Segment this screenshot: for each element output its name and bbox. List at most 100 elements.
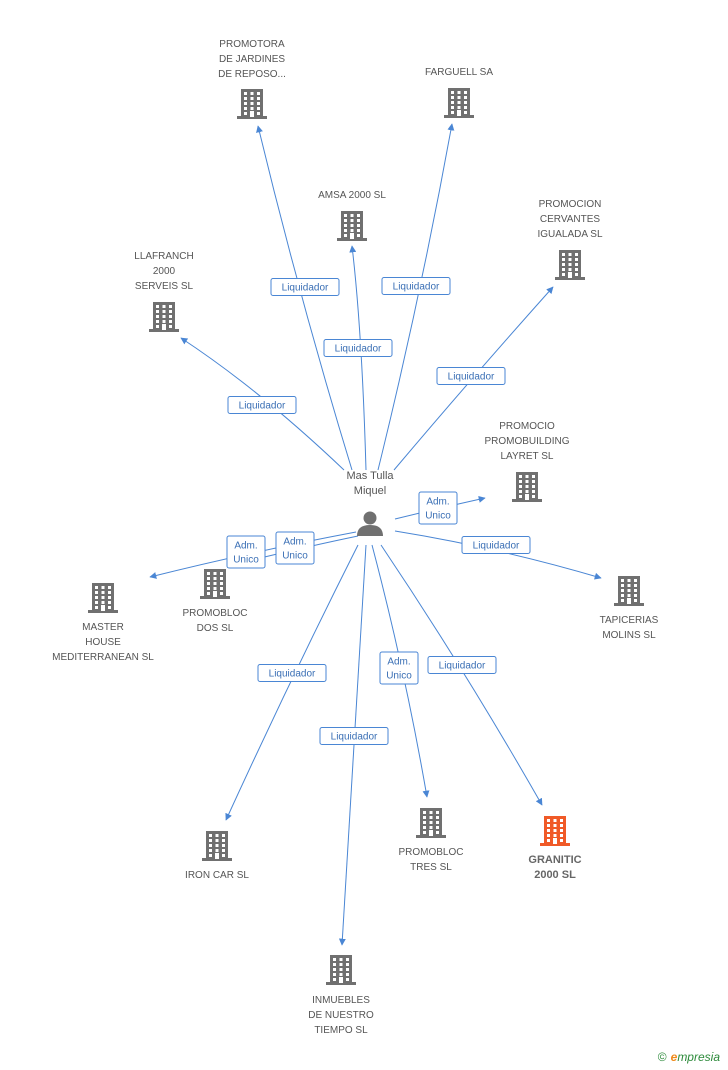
edge-label-inmuebles: Liquidador (319, 727, 389, 745)
company-node-inmuebles[interactable]: INMUEBLES DE NUESTRO TIEMPO SL (308, 955, 374, 1036)
company-name: MASTER (82, 622, 124, 633)
edge-label-text: Liquidador (269, 669, 316, 680)
edge-label-text: Unico (386, 671, 412, 682)
edge-label-text: Liquidador (448, 372, 495, 383)
edge-to-promotora (256, 125, 353, 471)
person-name: Miquel (354, 485, 386, 497)
edge-label-amsa: Liquidador (323, 339, 393, 357)
building-icon (237, 89, 267, 119)
edge-to-farguell (377, 123, 455, 471)
company-name: IRON CAR SL (185, 870, 249, 881)
building-icon (88, 583, 118, 613)
company-node-promobloc_dos[interactable]: PROMOBLOC DOS SL (182, 569, 248, 634)
edge-label-llafranch: Liquidador (227, 396, 297, 414)
company-name: PROMOBUILDING (484, 436, 569, 447)
edge-label-text: Liquidador (393, 282, 440, 293)
company-name: DE REPOSO... (218, 69, 286, 80)
edge-label-text: Adm. (234, 541, 257, 552)
building-icon (512, 472, 542, 502)
company-name: TIEMPO SL (314, 1025, 368, 1036)
company-name: 2000 (153, 266, 176, 277)
company-node-tapicerias[interactable]: TAPICERIAS MOLINS SL (600, 576, 659, 641)
person-name: Mas Tulla (346, 470, 394, 482)
building-icon (337, 211, 367, 241)
company-name: SERVEIS SL (135, 281, 194, 292)
edge-to-ironcar (225, 544, 359, 821)
edge-label-text: Adm. (387, 657, 410, 668)
edge-label-ironcar: Liquidador (257, 664, 327, 682)
company-name: MEDITERRANEAN SL (52, 652, 154, 663)
edge-label-text: Adm. (426, 497, 449, 508)
edge-label-promobuilding: Adm. Unico (418, 491, 458, 525)
building-icon (555, 250, 585, 280)
edge-label-text: Liquidador (239, 401, 286, 412)
edge-to-amsa (349, 245, 367, 471)
building-icon (416, 808, 446, 838)
company-node-promobuilding[interactable]: PROMOCIO PROMOBUILDING LAYRET SL (484, 421, 570, 502)
company-node-granitic[interactable]: GRANITIC 2000 SL (528, 816, 582, 881)
edge-label-tapicerias: Liquidador (461, 536, 531, 554)
company-name: AMSA 2000 SL (318, 190, 386, 201)
company-node-cervantes[interactable]: PROMOCION CERVANTES IGUALADA SL (537, 199, 603, 280)
brand-initial: e (670, 1050, 678, 1064)
company-node-amsa[interactable]: AMSA 2000 SL (318, 190, 386, 241)
edge-label-granitic: Liquidador (427, 656, 497, 674)
edge-label-text: Liquidador (335, 344, 382, 355)
edge-label-text: Liquidador (473, 541, 520, 552)
company-name: DOS SL (197, 623, 234, 634)
brand-name: mpresia (677, 1050, 720, 1064)
company-name: DE NUESTRO (308, 1010, 374, 1021)
company-name: CERVANTES (540, 214, 601, 225)
company-name: TAPICERIAS (600, 615, 659, 626)
company-node-ironcar[interactable]: IRON CAR SL (185, 831, 249, 881)
empresia-logo: ©empresia (658, 1050, 720, 1064)
company-name: 2000 SL (534, 869, 576, 881)
copyright-symbol: © (657, 1050, 667, 1064)
company-name: INMUEBLES (312, 995, 370, 1006)
building-icon (200, 569, 230, 599)
company-name: DE JARDINES (219, 54, 285, 65)
building-icon (326, 955, 356, 985)
company-node-master[interactable]: MASTER HOUSE MEDITERRANEAN SL (52, 583, 154, 663)
company-name: FARGUELL SA (425, 67, 493, 78)
company-name: MOLINS SL (602, 630, 656, 641)
company-name: PROMOBLOC (182, 608, 247, 619)
edge-label-text: Liquidador (331, 732, 378, 743)
nodes-layer: PROMOTORA DE JARDINES DE REPOSO... FARGUELL… (52, 39, 659, 1036)
building-icon (614, 576, 644, 606)
building-icon (444, 88, 474, 118)
edge-label-cervantes: Liquidador (436, 367, 506, 385)
edge-label-text: Unico (425, 511, 451, 522)
company-node-farguell[interactable]: FARGUELL SA (425, 67, 493, 118)
building-icon (202, 831, 232, 861)
person-icon (357, 511, 383, 536)
building-icon (149, 302, 179, 332)
company-name: LLAFRANCH (134, 251, 193, 262)
edge-label-text: Adm. (283, 537, 306, 548)
edge-label-text: Liquidador (282, 283, 329, 294)
company-name: PROMOCION (539, 199, 602, 210)
building-icon (540, 816, 570, 846)
edge-label-master: Adm. Unico (226, 535, 266, 569)
edge-label-text: Unico (233, 555, 259, 566)
company-name: GRANITIC (528, 854, 581, 866)
company-name: PROMOBLOC (398, 847, 463, 858)
company-node-promobloc_tres[interactable]: PROMOBLOC TRES SL (398, 808, 464, 873)
edge-label-farguell: Liquidador (381, 277, 451, 295)
company-name: HOUSE (85, 637, 121, 648)
edge-label-text: Unico (282, 551, 308, 562)
edge-label-promotora: Liquidador (270, 278, 340, 296)
company-name: IGUALADA SL (537, 229, 602, 240)
edge-label-text: Liquidador (439, 661, 486, 672)
company-node-promotora[interactable]: PROMOTORA DE JARDINES DE REPOSO... (218, 39, 286, 119)
company-name: LAYRET SL (501, 451, 554, 462)
edge-label-promobloc_dos: Adm. Unico (275, 531, 315, 565)
edge-label-promobloc_tres: Adm. Unico (379, 651, 419, 685)
company-name: PROMOTORA (219, 39, 285, 50)
company-name: PROMOCIO (499, 421, 555, 432)
company-name: TRES SL (410, 862, 452, 873)
